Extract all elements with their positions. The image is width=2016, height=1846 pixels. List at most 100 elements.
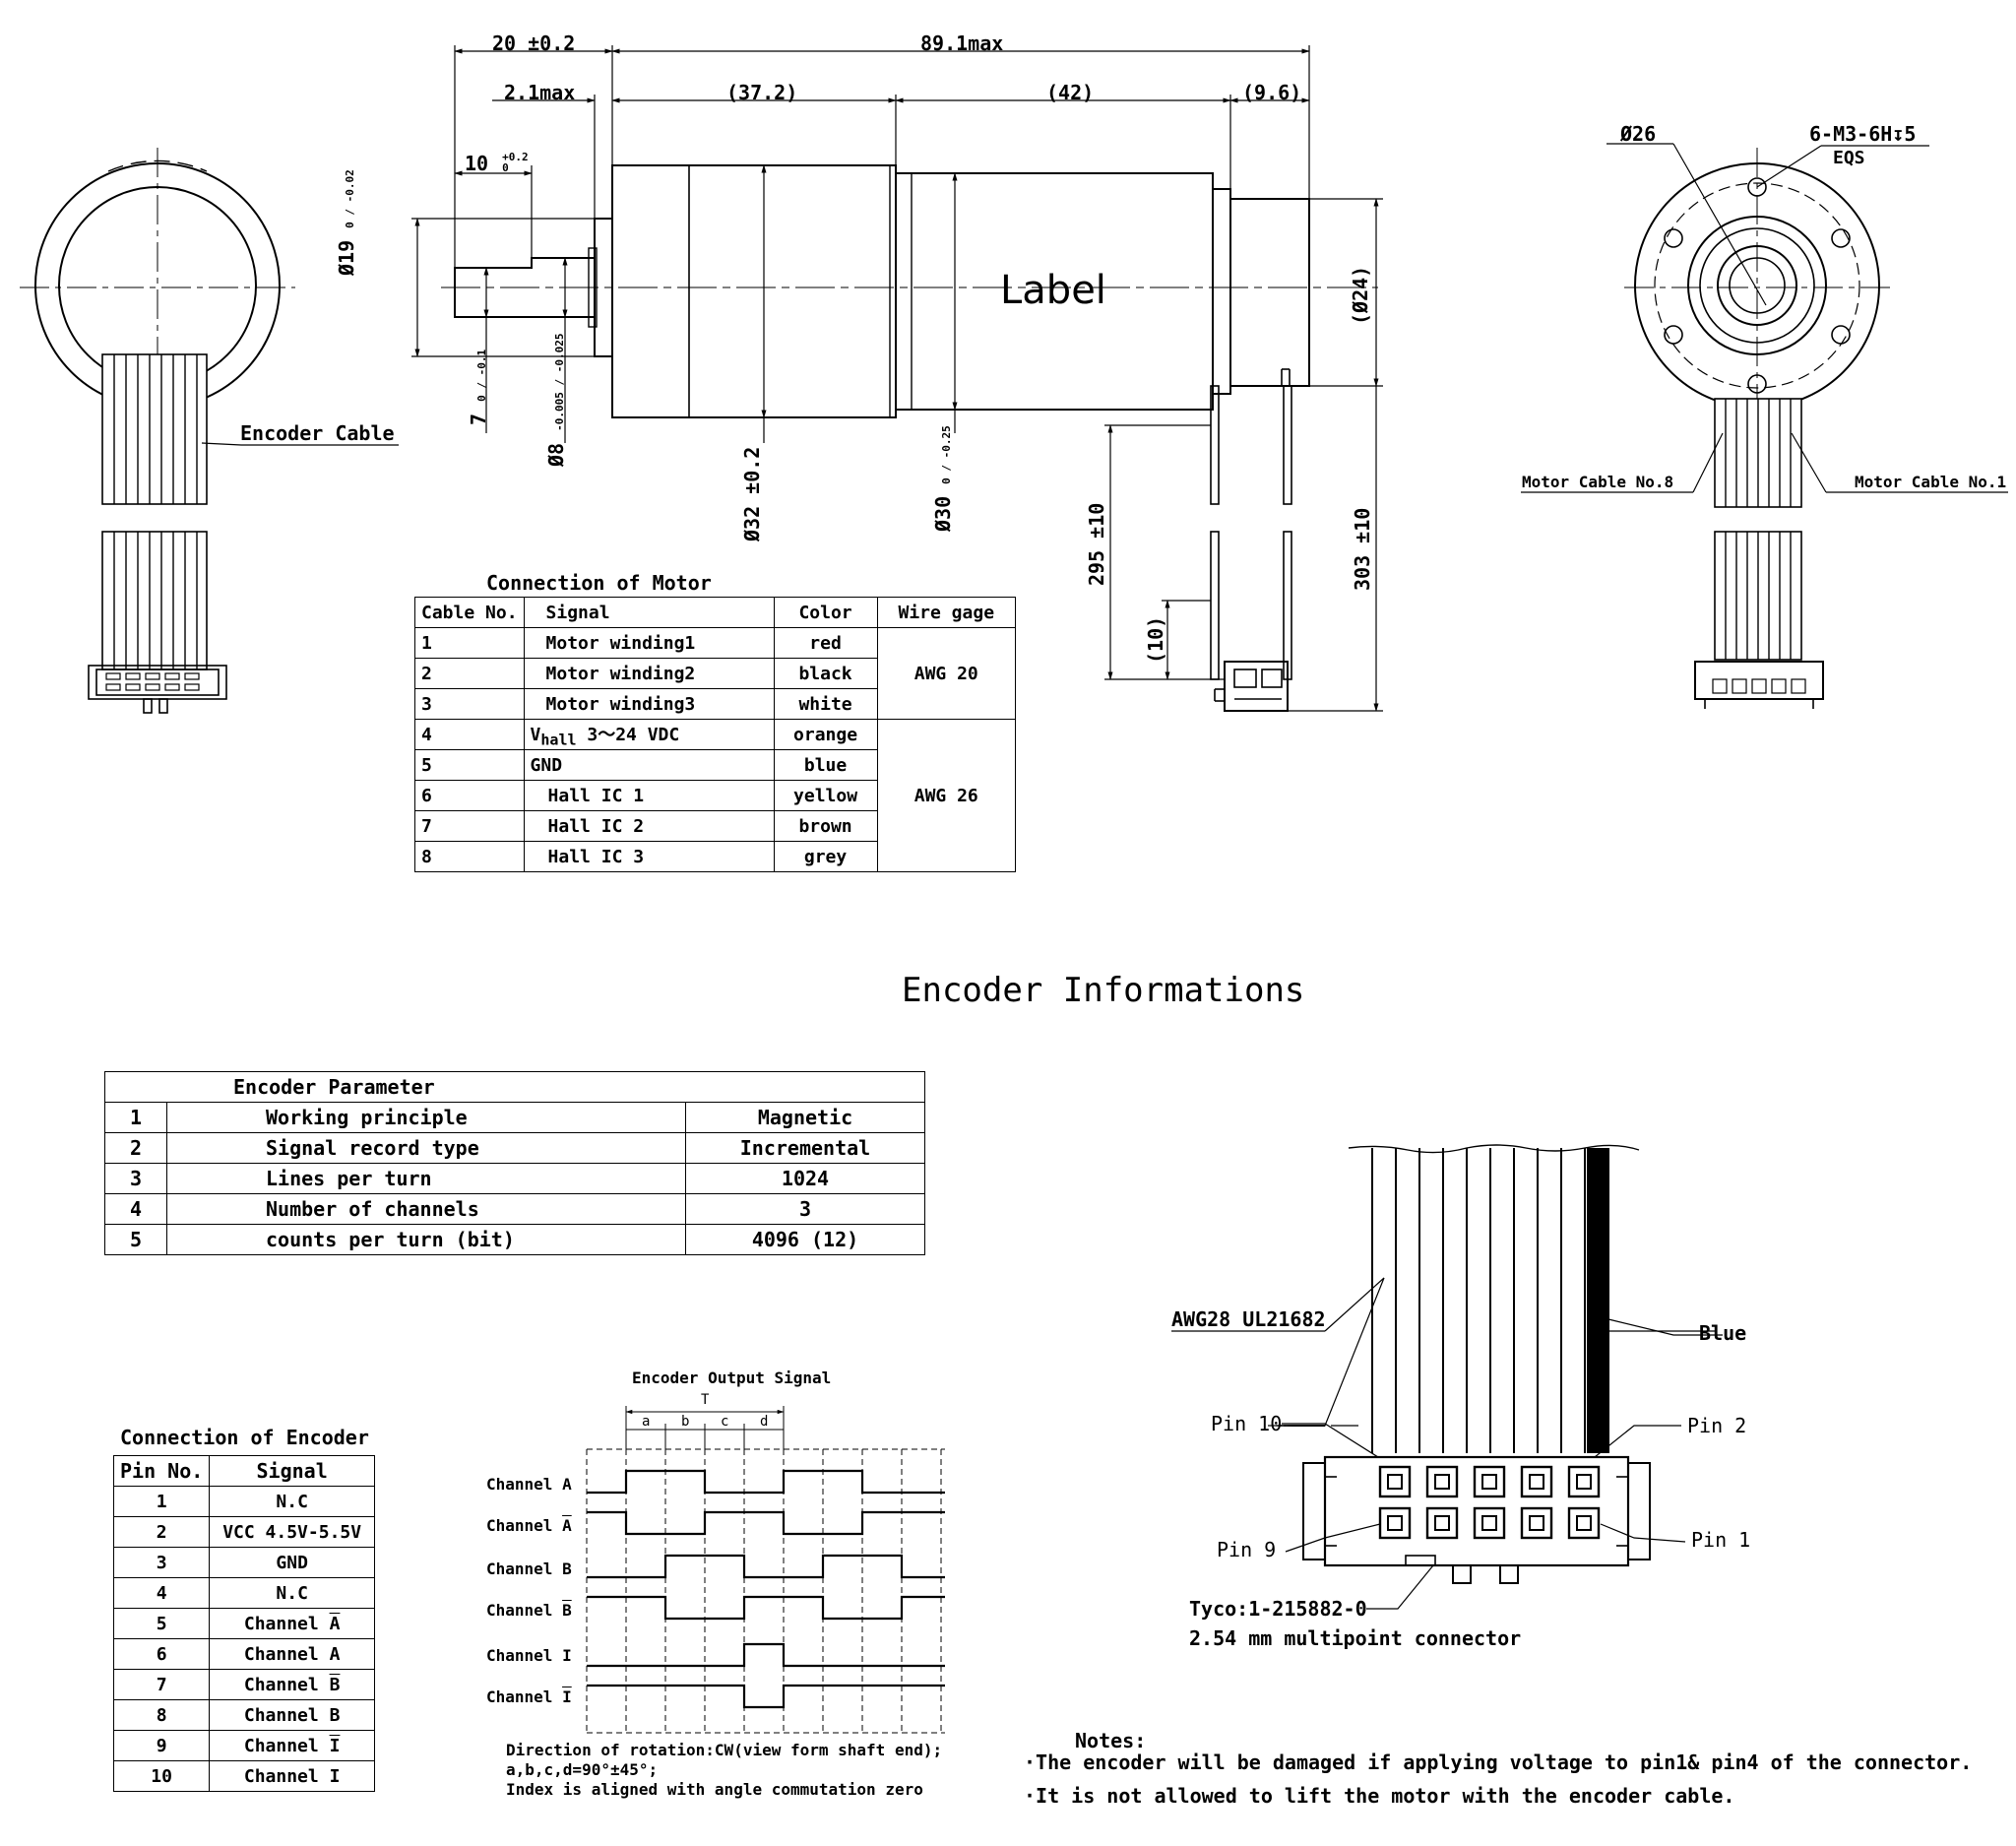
timing-label-a-bar: Channel A — [486, 1516, 572, 1535]
table-cell: 10 — [112, 1760, 211, 1792]
notes-title: Notes: — [1075, 1729, 1147, 1752]
table-cell: Motor winding3 — [523, 688, 775, 720]
table-cell: GND — [523, 749, 775, 781]
dim-cable-295: 295 ±10 — [1085, 502, 1108, 586]
gage-awg20: AWG 20 — [876, 627, 1017, 720]
timing-label-prefix: Channel — [486, 1601, 563, 1620]
table-cell: Motor winding2 — [523, 658, 775, 689]
table-cell: 4 — [414, 719, 525, 750]
table-cell: N.C — [209, 1577, 375, 1609]
dim-flat-tol-top: +0.2 — [502, 151, 529, 163]
dim-pilot-dia-value: Ø19 — [335, 239, 358, 276]
vhall-range: 3～24 VDC — [576, 724, 680, 745]
table-cell: 6 — [112, 1638, 211, 1670]
motor-th-signal: Signal — [523, 597, 775, 628]
motor-cable-8-label: Motor Cable No.8 — [1522, 473, 1674, 491]
table-cell: Vhall 3～24 VDC — [523, 719, 775, 750]
dim-flat-tol-bot: 0 — [502, 161, 509, 174]
table-cell: Channel A — [209, 1638, 375, 1670]
table-cell: Signal record type — [166, 1132, 686, 1164]
encoder-conn-title: Connection of Encoder — [120, 1426, 369, 1449]
vhall-sub: hall — [540, 731, 577, 749]
timing-label-letter: A — [562, 1475, 572, 1494]
table-cell: 5 — [104, 1224, 167, 1255]
dim-flat-height: 7 0 / -0.1 — [467, 350, 490, 425]
table-cell: 1 — [414, 627, 525, 659]
encoder-cable-label: Encoder Cable — [240, 421, 395, 445]
table-cell: brown — [773, 810, 878, 842]
dim-flat-length: 10 +0.2 0 — [465, 152, 529, 175]
timing-label-letter: B — [562, 1601, 572, 1620]
timing-diagram — [586, 1406, 945, 1734]
dim-total-length: 89.1max — [920, 32, 1004, 55]
timing-label-i: Channel I — [486, 1646, 572, 1665]
table-cell: 7 — [414, 810, 525, 842]
timing-phase-b: b — [681, 1414, 690, 1430]
table-cell: 8 — [112, 1699, 211, 1731]
dim-shaft-dia-value: Ø8 — [544, 442, 568, 467]
table-cell: Working principle — [166, 1102, 686, 1133]
dim-shaft-diameter: Ø8 -0.005 / -0.025 — [544, 334, 568, 467]
table-cell: orange — [773, 719, 878, 750]
dim-shaft-dia-tol: -0.005 / -0.025 — [553, 333, 566, 431]
pin-2-label: Pin 2 — [1687, 1414, 1747, 1437]
timing-label-letter: A — [562, 1516, 572, 1535]
channel-prefix: Channel — [243, 1674, 330, 1695]
table-cell: 2 — [414, 658, 525, 689]
channel-prefix: Channel — [243, 1735, 330, 1756]
dim-motor-dia-tol: 0 / -0.25 — [940, 425, 953, 484]
timing-label-letter: I — [562, 1646, 572, 1665]
table-cell: 3 — [414, 688, 525, 720]
dim-pilot-diameter: Ø19 0 / -0.02 — [335, 169, 358, 276]
dim-rear: (9.6) — [1242, 81, 1302, 104]
pin-9-label: Pin 9 — [1217, 1538, 1277, 1561]
dim-gearbox: (37.2) — [726, 81, 798, 104]
timing-note-1: Direction of rotation:CW(view form shaft… — [506, 1741, 943, 1759]
motor-connection-table: Cable No. Signal Color Wire gage 1 Motor… — [414, 597, 1017, 872]
dim-cable-303: 303 ±10 — [1351, 507, 1374, 591]
dim-shaft-length: 20 ±0.2 — [492, 32, 576, 55]
timing-label-prefix: Channel — [486, 1560, 563, 1578]
motor-cable-1-label: Motor Cable No.1 — [1855, 473, 2007, 491]
timing-period: T — [701, 1392, 710, 1408]
table-cell: white — [773, 688, 878, 720]
encoder-th-pin: Pin No. — [112, 1455, 211, 1487]
table-cell: 1024 — [685, 1163, 925, 1194]
table-cell: 7 — [112, 1669, 211, 1700]
table-cell: GND — [209, 1547, 375, 1578]
motor-th-gage: Wire gage — [876, 597, 1017, 628]
table-cell: Motor winding1 — [523, 627, 775, 659]
table-cell: blue — [773, 749, 878, 781]
dim-rear-diameter: (Ø24) — [1349, 265, 1372, 325]
table-cell: VCC 4.5V-5.5V — [209, 1516, 375, 1548]
table-cell: 3 — [112, 1547, 211, 1578]
channel-bar-letter: I — [329, 1735, 341, 1756]
motor-label-area: Label — [1000, 268, 1106, 313]
timing-label-prefix: Channel — [486, 1687, 563, 1706]
channel-prefix: Channel — [243, 1613, 330, 1634]
table-cell: 4096 (12) — [685, 1224, 925, 1255]
timing-label-letter: I — [562, 1687, 572, 1706]
timing-phase-a: a — [642, 1414, 651, 1430]
table-cell: N.C — [209, 1486, 375, 1517]
timing-label-i-bar: Channel I — [486, 1687, 572, 1706]
dim-motor: (42) — [1046, 81, 1095, 104]
gage-awg26: AWG 26 — [876, 719, 1017, 872]
connector-description: 2.54 mm multipoint connector — [1189, 1626, 1522, 1650]
pin-1-label: Pin 1 — [1691, 1528, 1751, 1552]
bolt-circle-label: Ø26 — [1620, 122, 1657, 146]
blue-wire-label: Blue — [1699, 1321, 1747, 1345]
motor-side-view — [441, 164, 1378, 712]
table-cell: 5 — [112, 1608, 211, 1639]
table-cell: Hall IC 2 — [523, 810, 775, 842]
table-cell: 6 — [414, 780, 525, 811]
dimension-lines — [411, 45, 1383, 712]
table-cell: 3 — [685, 1193, 925, 1225]
table-cell: red — [773, 627, 878, 659]
eqs-label: EQS — [1833, 148, 1865, 168]
dim-flat-height-tol: 0 / -0.1 — [475, 349, 488, 402]
dim-flat-length-value: 10 — [465, 152, 489, 175]
cable-spec-label: AWG28 UL21682 — [1171, 1307, 1326, 1331]
thread-label: 6-M3-6H↧5 — [1809, 122, 1917, 146]
